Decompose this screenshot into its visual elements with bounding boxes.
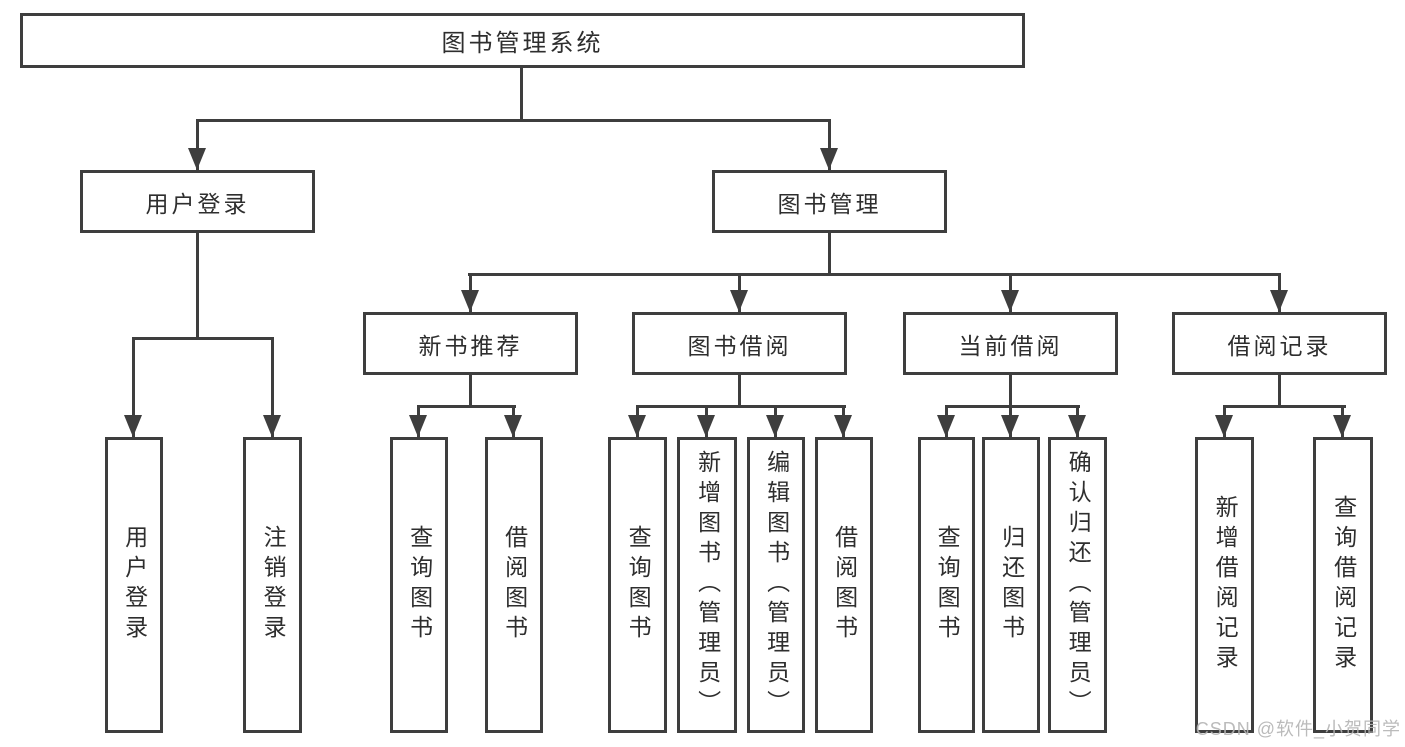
- node-label: 确认归还（管理员）: [1065, 450, 1092, 720]
- node-borrow-records: 借阅记录: [1172, 312, 1387, 375]
- node-label: 查询图书: [625, 525, 652, 645]
- node-label: 图书管理系统: [441, 30, 604, 57]
- arrow-down-icon: [1270, 273, 1288, 312]
- connector-vline: [828, 233, 831, 273]
- connector-vline: [1278, 375, 1281, 405]
- node-label: 新增借阅记录: [1212, 495, 1239, 675]
- arrow-down-icon: [409, 405, 427, 437]
- node-label: 编辑图书（管理员）: [763, 450, 790, 720]
- leaf-return-books: 归还图书: [982, 437, 1040, 733]
- arrow-down-icon: [188, 119, 206, 170]
- arrow-down-icon: [766, 405, 784, 437]
- leaf-edit-books-admin: 编辑图书（管理员）: [747, 437, 805, 733]
- leaf-user-login: 用户登录: [105, 437, 163, 733]
- connector-vline: [469, 375, 472, 405]
- node-label: 查询借阅记录: [1330, 495, 1357, 675]
- node-new-book-recommend: 新书推荐: [363, 312, 578, 375]
- leaf-query-books-borrow: 查询图书: [608, 437, 667, 733]
- node-label: 新增图书（管理员）: [694, 450, 721, 720]
- node-user-login: 用户登录: [80, 170, 315, 233]
- node-label: 借阅图书: [501, 525, 528, 645]
- leaf-query-books-recommend: 查询图书: [390, 437, 448, 733]
- connector-hline: [636, 405, 846, 408]
- arrow-down-icon: [504, 405, 522, 437]
- node-label: 归还图书: [998, 525, 1025, 645]
- node-current-borrow: 当前借阅: [903, 312, 1118, 375]
- connector-vline: [738, 375, 741, 405]
- node-label: 查询图书: [406, 525, 433, 645]
- node-label: 查询图书: [934, 525, 961, 645]
- leaf-add-books-admin: 新增图书（管理员）: [677, 437, 737, 733]
- node-label: 图书管理: [777, 190, 882, 217]
- node-library-system: 图书管理系统: [20, 13, 1025, 68]
- node-label: 新书推荐: [418, 332, 523, 359]
- arrow-down-icon: [1215, 405, 1233, 437]
- node-label: 借阅图书: [831, 525, 858, 645]
- node-book-management: 图书管理: [712, 170, 947, 233]
- connector-hline: [132, 337, 274, 340]
- connector-vline: [196, 233, 199, 337]
- arrow-down-icon: [461, 273, 479, 312]
- arrow-down-icon: [628, 405, 646, 437]
- arrow-down-icon: [820, 119, 838, 170]
- connector-hline: [945, 405, 1080, 408]
- arrow-down-icon: [1001, 273, 1019, 312]
- leaf-borrow-books: 借阅图书: [815, 437, 873, 733]
- arrow-down-icon: [263, 337, 281, 437]
- leaf-confirm-return-admin: 确认归还（管理员）: [1048, 437, 1107, 733]
- connector-hline: [1223, 405, 1346, 408]
- leaf-logout: 注销登录: [243, 437, 302, 733]
- connector-hline: [417, 405, 516, 408]
- watermark: CSDN @软件_小贺同学: [1195, 719, 1401, 739]
- leaf-query-books-current: 查询图书: [918, 437, 975, 733]
- arrow-down-icon: [124, 337, 142, 437]
- leaf-borrow-books-recommend: 借阅图书: [485, 437, 543, 733]
- leaf-query-borrow-record: 查询借阅记录: [1313, 437, 1373, 733]
- connector-vline: [1009, 375, 1012, 405]
- arrow-down-icon: [730, 273, 748, 312]
- connector-hline: [196, 119, 831, 122]
- arrow-down-icon: [1333, 405, 1351, 437]
- node-label: 用户登录: [145, 190, 250, 217]
- node-label: 借阅记录: [1227, 332, 1332, 359]
- node-label: 图书借阅: [687, 332, 792, 359]
- node-label: 用户登录: [121, 525, 148, 645]
- arrow-down-icon: [834, 405, 852, 437]
- node-label: 注销登录: [260, 525, 287, 645]
- node-book-borrow: 图书借阅: [632, 312, 847, 375]
- arrow-down-icon: [937, 405, 955, 437]
- connector-vline: [520, 68, 523, 119]
- arrow-down-icon: [697, 405, 715, 437]
- connector-hline: [468, 273, 1281, 276]
- leaf-add-borrow-record: 新增借阅记录: [1195, 437, 1254, 733]
- arrow-down-icon: [1001, 405, 1019, 437]
- arrow-down-icon: [1068, 405, 1086, 437]
- node-label: 当前借阅: [958, 332, 1063, 359]
